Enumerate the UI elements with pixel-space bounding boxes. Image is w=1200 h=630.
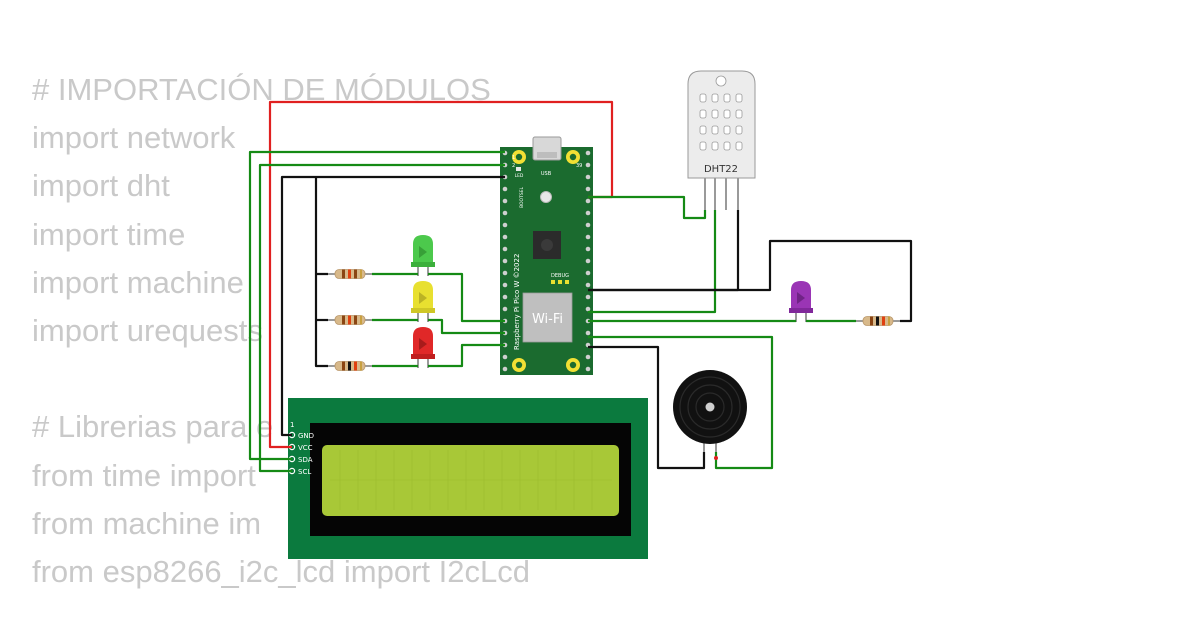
code-line: from esp8266_i2c_lcd import I2cLcd — [32, 553, 530, 589]
code-line: from time import — [32, 457, 256, 493]
resistor-2-icon — [327, 314, 373, 326]
wire-buzzer-gnd — [588, 345, 706, 470]
resistor-4-icon — [855, 315, 901, 327]
wire-dht-data — [588, 210, 717, 314]
wire-led-green-gpio — [428, 272, 505, 323]
wifi-chip-label: Wi-Fi — [532, 312, 563, 327]
pin39-label: 39 — [576, 163, 582, 169]
sensor-label: DHT22 — [704, 164, 738, 175]
led-green-icon — [411, 235, 435, 276]
lcd-pin1-mark: 1 — [290, 421, 294, 429]
wire-gnd-lcd-black — [280, 175, 505, 437]
resistor-3-icon — [327, 360, 373, 372]
lcd-pin-sda: SDA — [298, 456, 313, 464]
lcd-pin-vcc: VCC — [298, 444, 313, 452]
wire-led-yellow-gpio — [428, 318, 505, 335]
usb-label: USB — [541, 171, 552, 177]
lcd-pin-gnd: GND — [298, 432, 314, 440]
led-label: LED — [515, 173, 524, 179]
code-line: import time — [32, 216, 186, 252]
wire-buzzer-signal — [588, 335, 774, 470]
wire-led-red-gpio — [428, 343, 505, 368]
lcd-pin-scl: SCL — [298, 468, 311, 476]
pin2-label: 2 — [512, 163, 515, 169]
led-purple-icon — [789, 281, 813, 322]
wire-dht-vcc — [588, 195, 707, 220]
wire-purple-gnd — [588, 239, 913, 323]
wire-scl-green — [258, 163, 505, 473]
pico-w-board-icon[interactable]: USB LED 1 2 39 BOOTSEL DEBUG Wi-Fi Raspb… — [500, 136, 593, 375]
code-line: import network — [32, 120, 236, 156]
led-yellow-icon — [411, 281, 435, 322]
led-red-icon — [411, 327, 435, 368]
pin1-label: 1 — [512, 155, 515, 161]
dht22-sensor-icon[interactable]: DHT22 — [687, 70, 756, 210]
code-line: from machine im — [32, 505, 262, 541]
code-background: # IMPORTACIÓN DE MÓDULOS import network … — [32, 66, 530, 596]
resistor-1-icon — [327, 268, 373, 280]
wire-sda-green — [248, 150, 505, 461]
lcd1602-icon[interactable]: GND VCC SDA SCL 1 — [288, 398, 648, 559]
code-line: import dht — [32, 168, 170, 204]
code-line: import machine — [32, 264, 244, 300]
wires — [248, 100, 913, 473]
buzzer-icon[interactable] — [673, 370, 747, 452]
code-line: import urequests — [32, 312, 263, 348]
bootsel-label: BOOTSEL — [519, 186, 525, 208]
debug-label: DEBUG — [551, 273, 569, 279]
board-name: Raspberry Pi Pico W ©2022 — [513, 254, 521, 350]
